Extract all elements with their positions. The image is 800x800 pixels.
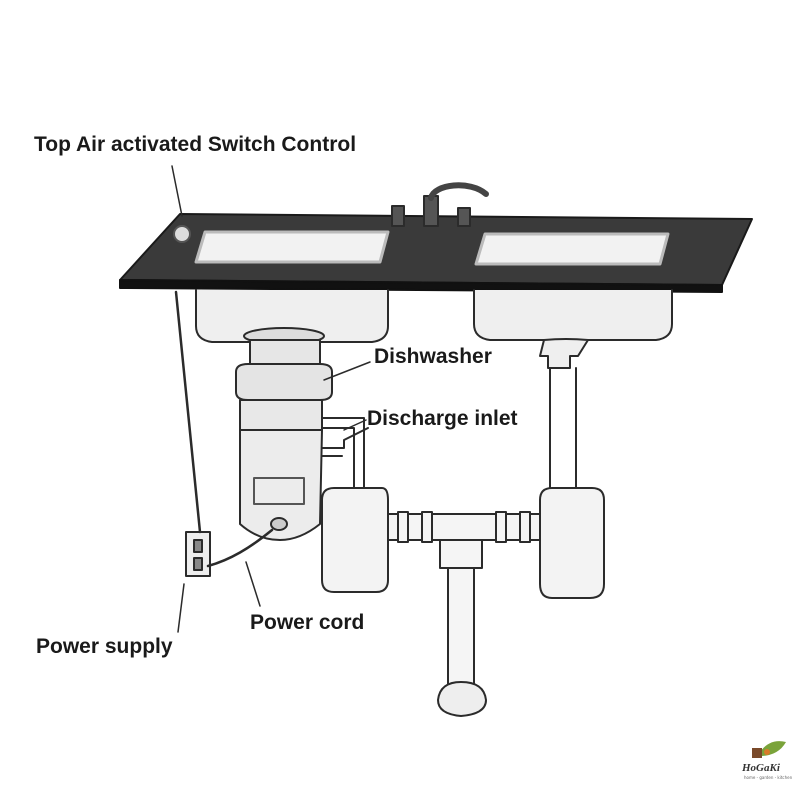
- leader-switch: [171, 165, 183, 217]
- label-discharge-inlet: Discharge inlet: [367, 407, 518, 430]
- faucet: [391, 182, 489, 227]
- leader-power-supply: [177, 583, 185, 633]
- right-drain-pipe: [539, 338, 589, 489]
- leader-lines: [171, 165, 371, 633]
- leader-dishwasher: [323, 361, 371, 381]
- left-sink-opening: [194, 230, 390, 264]
- tee-connection: [387, 511, 541, 543]
- logo-name: HoGaKi: [742, 762, 780, 774]
- logo-tagline: home - garden - kitchen: [744, 775, 793, 780]
- waste-disposer: [235, 327, 333, 541]
- dishwasher-connection: [321, 427, 369, 457]
- right-sink-opening: [474, 232, 670, 266]
- power-outlet: [185, 531, 211, 577]
- label-power-supply: Power supply: [36, 635, 173, 658]
- label-switch-control: Top Air activated Switch Control: [34, 133, 357, 156]
- power-cord: [206, 528, 274, 568]
- right-trap: [539, 487, 605, 599]
- right-sink-basin: [473, 289, 673, 341]
- leader-inlet: [343, 419, 367, 431]
- left-trap: [321, 487, 389, 593]
- label-dishwasher: Dishwasher: [374, 345, 492, 368]
- air-switch-button: [173, 225, 191, 243]
- label-power-cord: Power cord: [250, 611, 365, 634]
- leader-power-cord: [245, 561, 261, 607]
- air-switch-tube: [174, 290, 202, 534]
- hogaki-logo-icon: [752, 741, 786, 758]
- main-drain-pipe: [437, 539, 487, 717]
- disposer-discharge-pipe: [321, 417, 365, 489]
